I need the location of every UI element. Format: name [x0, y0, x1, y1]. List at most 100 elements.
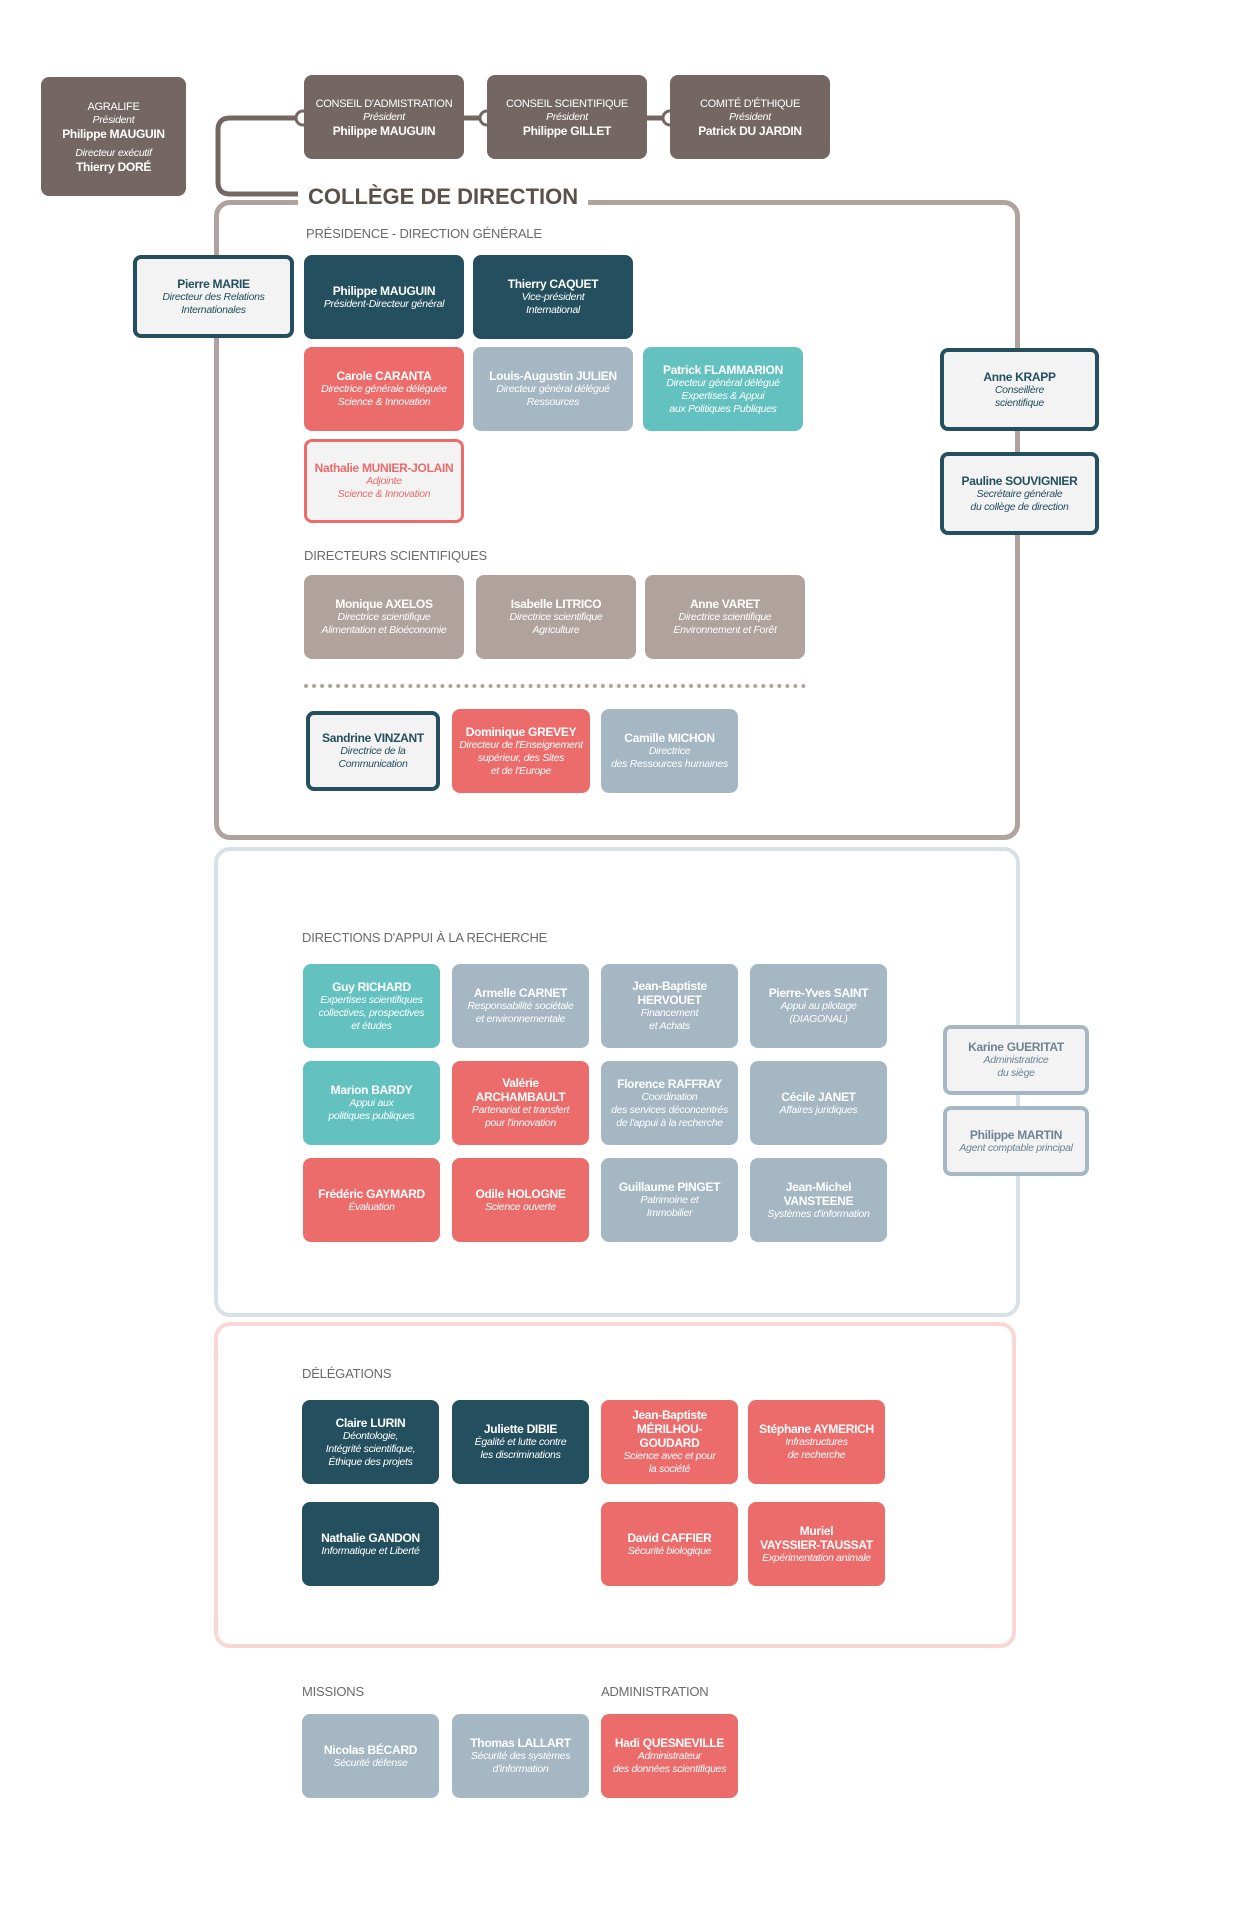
person-name: Nicolas BÉCARD — [323, 1742, 418, 1757]
person-name: Odile HOLOGNE — [475, 1186, 566, 1201]
connector-conseil-college — [215, 115, 303, 197]
person-name: Armelle CARNET — [473, 986, 568, 1000]
box-title: CONSEIL SCIENTIFIQUE — [506, 97, 628, 110]
scientific-label: DIRECTEURS SCIENTIFIQUES — [304, 548, 487, 563]
person-card: Claire LURIN Déontologie, Intégrité scie… — [302, 1400, 439, 1484]
box-role: Président — [546, 110, 588, 123]
person-name: Philippe MARTIN — [969, 1127, 1063, 1142]
person-card: David CAFFIER Sécurité biologique — [601, 1502, 738, 1586]
agralife-box: AGRALIFE Président Philippe MAUGUIN Dire… — [41, 77, 186, 196]
person-name: Stéphane AYMERICH — [759, 1422, 874, 1436]
person-card: Jean-Baptiste HERVOUET Financement et Ac… — [601, 964, 738, 1048]
person-card: Camille MICHON Directrice des Ressources… — [601, 709, 738, 793]
comite-ethique-box: COMITÉ D'ÉTHIQUE Président Patrick DU JA… — [670, 75, 830, 159]
person-role: Appui aux politiques publiques — [328, 1097, 415, 1122]
person-role: Expertises scientifiques collectives, pr… — [318, 993, 425, 1032]
person-card: Valérie ARCHAMBAULT Partenariat et trans… — [452, 1061, 589, 1145]
person-role: Science ouverte — [485, 1200, 556, 1213]
missions-label: MISSIONS — [302, 1684, 364, 1699]
administration-label: ADMINISTRATION — [601, 1684, 709, 1699]
person-name: Sandrine VINZANT — [322, 731, 424, 745]
person-name: Patrick FLAMMARION — [663, 362, 783, 377]
person-role: Administrateur des données scientifiques — [612, 1750, 727, 1775]
person-name: Nathalie GANDON — [321, 1530, 420, 1545]
person-card: Juliette DIBIE Égalité et lutte contre l… — [452, 1400, 589, 1484]
person-card: Jean-Michel VANSTEENE Systèmes d'informa… — [750, 1158, 887, 1242]
person-name: Dominique GREVEY — [465, 724, 577, 739]
person-name: Thierry CAQUET — [507, 277, 599, 291]
box-name: Thierry DORÉ — [75, 159, 152, 174]
person-name: Guillaume PINGET — [618, 1180, 721, 1194]
person-card: Guillaume PINGET Patrimoine et Immobilie… — [601, 1158, 738, 1242]
person-card: Isabelle LITRICO Directrice scientifique… — [476, 575, 636, 659]
person-card: Anne VARET Directrice scientifique Envir… — [645, 575, 805, 659]
person-card: Hadi QUESNEVILLE Administrateur des donn… — [601, 1714, 738, 1798]
person-card: Louis-Augustin JULIEN Directeur général … — [473, 347, 633, 431]
person-name: Marion BARDY — [330, 1083, 413, 1097]
college-title: COLLÈGE DE DIRECTION — [298, 184, 589, 210]
person-role: Secrétaire générale du collège de direct… — [970, 487, 1069, 513]
person-name: Anne KRAPP — [983, 369, 1056, 384]
person-name: Cécile JANET — [781, 1089, 856, 1104]
person-card: Thierry CAQUET Vice-président Internatio… — [473, 255, 633, 339]
person-name: Isabelle LITRICO — [510, 597, 602, 611]
person-name: Philippe MAUGUIN — [332, 283, 436, 298]
person-name: Anne VARET — [689, 597, 761, 611]
person-role: Adjointe Science & Innovation — [337, 475, 431, 500]
person-card: Cécile JANET Affaires juridiques — [750, 1061, 887, 1145]
person-name: Monique AXELOS — [335, 597, 433, 611]
person-role: Directeur général délégué Expertises & A… — [666, 376, 780, 415]
person-card: Guy RICHARD Expertises scientifiques col… — [303, 964, 440, 1048]
delegations-label: DÉLÉGATIONS — [302, 1366, 392, 1381]
person-name: Pierre MARIE — [177, 276, 250, 291]
presidence-label: PRÉSIDENCE - DIRECTION GÉNÉRALE — [306, 226, 542, 241]
person-role: Agent comptable principal — [959, 1141, 1073, 1154]
person-name: Karine GUERITAT — [968, 1040, 1064, 1054]
box-title: CONSEIL D'ADMISTRATION — [315, 97, 453, 110]
person-role: Déontologie, Intégrité scientifique, Éth… — [325, 1429, 416, 1468]
person-card: Pauline SOUVIGNIER Secrétaire générale d… — [940, 452, 1099, 535]
dotted-separator — [304, 684, 806, 688]
box-role: Président — [729, 110, 771, 123]
person-role: Directrice de la Communication — [338, 745, 408, 770]
conseil-administration-box: CONSEIL D'ADMISTRATION Président Philipp… — [304, 75, 464, 159]
box-name: Philippe GILLET — [522, 123, 612, 138]
person-name: Thomas LALLART — [470, 1736, 571, 1750]
person-card: Anne KRAPP Conseillère scientifique — [940, 348, 1099, 431]
person-role: Informatique et Liberté — [321, 1544, 420, 1557]
person-role: Directrice scientifique Alimentation et … — [321, 611, 447, 636]
person-card: Armelle CARNET Responsabilité sociétale … — [452, 964, 589, 1048]
person-role: Directeur de l'Enseignement supérieur, d… — [459, 738, 583, 777]
person-card: Carole CARANTA Directrice générale délég… — [304, 347, 464, 431]
person-role: Directrice générale déléguée Science & I… — [321, 383, 447, 408]
person-card: Nicolas BÉCARD Sécurité défense — [302, 1714, 439, 1798]
person-card: Pierre MARIE Directeur des Relations Int… — [133, 255, 294, 338]
appui-label: DIRECTIONS D'APPUI À LA RECHERCHE — [302, 930, 548, 945]
person-card: Philippe MARTIN Agent comptable principa… — [943, 1106, 1089, 1176]
person-role: Financement et Achats — [640, 1007, 699, 1032]
box-role: Directeur exécutif — [75, 146, 152, 159]
person-name: Valérie ARCHAMBAULT — [475, 1076, 566, 1104]
delegations-frame — [214, 1322, 1016, 1648]
person-name: Camille MICHON — [624, 731, 715, 745]
person-name: Nathalie MUNIER-JOLAIN — [314, 461, 454, 475]
person-card: Jean-Baptiste MÉRILHOU-GOUDARD Science a… — [601, 1400, 738, 1484]
person-role: Responsabilité sociétale et environnemen… — [467, 1000, 574, 1025]
person-card: Monique AXELOS Directrice scientifique A… — [304, 575, 464, 659]
person-card: Pierre-Yves SAINT Appui au pilotage (DIA… — [750, 964, 887, 1048]
person-card: Dominique GREVEY Directeur de l'Enseigne… — [452, 709, 590, 793]
person-role: Sécurité biologique — [627, 1544, 712, 1557]
person-name: Frédéric GAYMARD — [318, 1186, 425, 1201]
person-card: Frédéric GAYMARD Évaluation — [303, 1158, 440, 1242]
person-role: Infrastructures de recherche — [785, 1436, 848, 1461]
person-name: Muriel VAYSSIER-TAUSSAT — [760, 1523, 873, 1552]
box-name: Philippe MAUGUIN — [62, 126, 165, 141]
person-name: Carole CARANTA — [336, 369, 432, 383]
person-name: Juliette DIBIE — [483, 1422, 558, 1436]
person-role: Directrice des Ressources humaines — [611, 745, 728, 770]
box-name: Patrick DU JARDIN — [698, 123, 802, 138]
person-role: Affaires juridiques — [779, 1103, 858, 1116]
box-role: Président — [92, 113, 135, 126]
person-name: Florence RAFFRAY — [617, 1076, 722, 1091]
person-role: Systèmes d'information — [767, 1207, 870, 1220]
